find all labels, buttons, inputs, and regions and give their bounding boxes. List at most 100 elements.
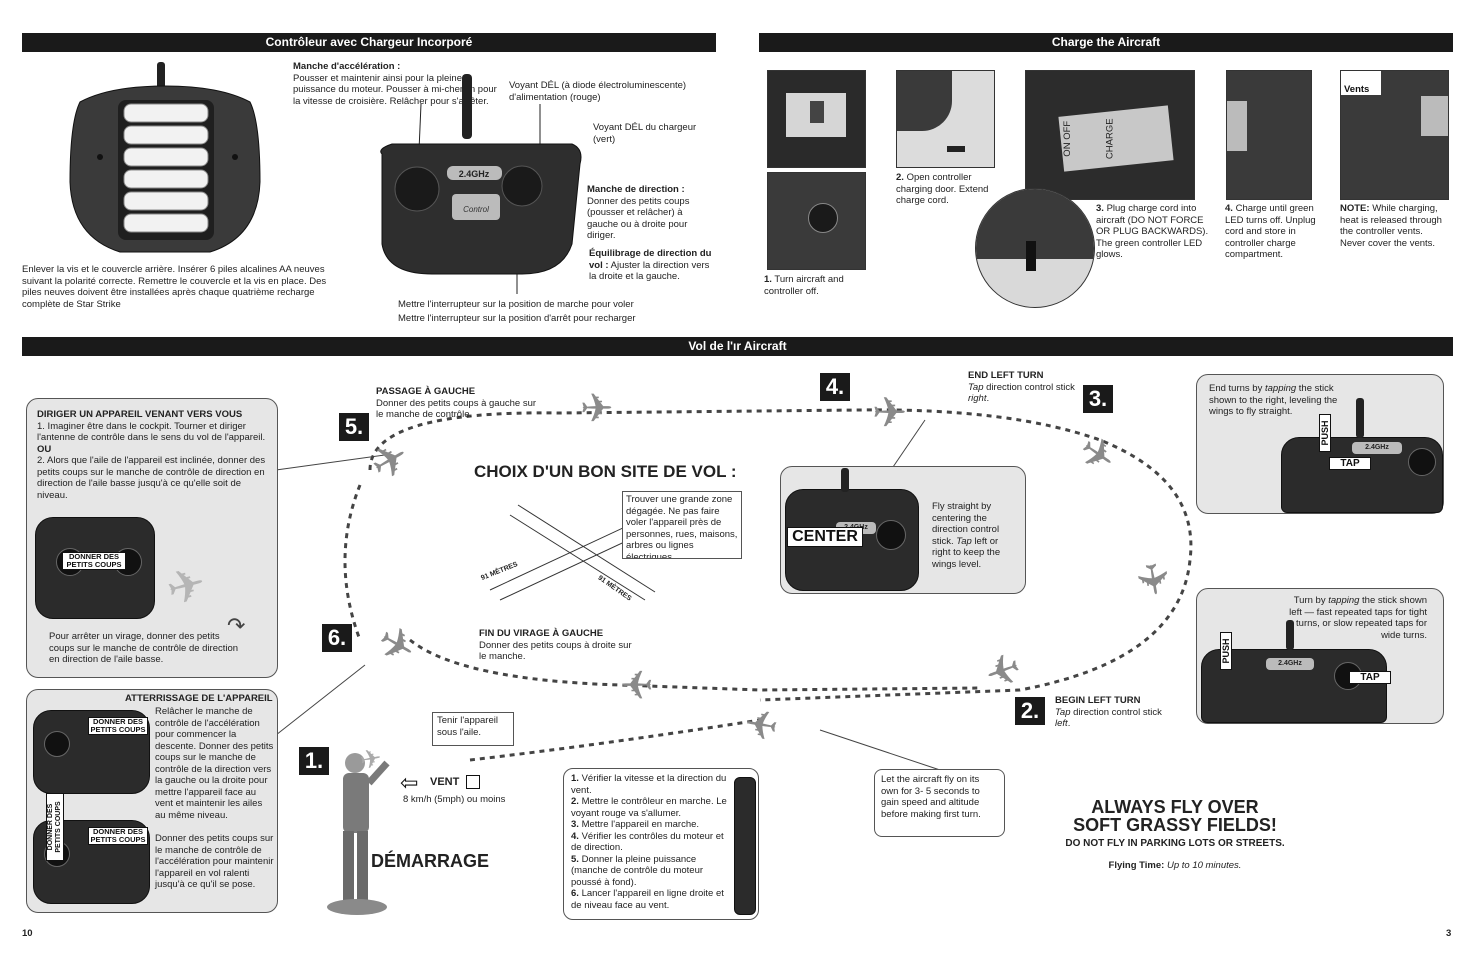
charge-step-1: 1. Turn aircraft and controller off. xyxy=(764,274,874,297)
charge-note-text: While charging, heat is released through… xyxy=(1340,203,1442,249)
step-badge-3: 3. xyxy=(1083,385,1113,413)
end-left-turn-mid: direction control stick xyxy=(983,381,1075,393)
charge-step-3: 3. Plug charge cord into aircraft (DO NO… xyxy=(1096,203,1210,261)
startup-step-6: 6. Lancer l'appareil en ligne droite et … xyxy=(571,888,733,911)
charge-step-4-text: Charge until green LED turns off. Unplug… xyxy=(1225,203,1316,260)
landing-controller-1: DONNER DES PETITS COUPS xyxy=(33,710,150,794)
oncoming-title: DIRIGER UN APPAREIL VENANT VERS VOUS xyxy=(37,409,243,420)
wind-arrow-icon: ⇦ xyxy=(400,770,419,795)
end-left-turn-tap: Tap xyxy=(968,381,984,393)
landing-tap-label-2: DONNER DES PETITS COUPS xyxy=(88,827,148,845)
turn-by-panel: Turn by tapping the stick shown left — f… xyxy=(1196,588,1444,724)
startup-step-5: 5. Donner la pleine puissance (manche de… xyxy=(571,854,733,889)
throttle-title: Manche d'accélération : xyxy=(293,61,401,72)
landing-p1: Relâcher le manche de contrôle de l'accé… xyxy=(155,706,274,821)
always-fly-line-2: SOFT GRASSY FIELDS! xyxy=(1073,815,1277,835)
startup-panel: 1. Vérifier la vitesse et la direction d… xyxy=(563,768,759,920)
throttle-text: Pousser et maintenir ainsi pour la plein… xyxy=(293,72,497,107)
fly-straight-text: Fly straight by centering the direction … xyxy=(932,501,1014,570)
step-badge-2: 2. xyxy=(1015,697,1045,725)
charge-note: NOTE: While charging, heat is released t… xyxy=(1340,203,1450,249)
oncoming-stop-text: Pour arrêter un virage, donner des petit… xyxy=(49,631,239,665)
begin-left-turn-dir: left xyxy=(1055,718,1068,729)
charge-step-4: 4. Charge until green LED turns off. Unp… xyxy=(1225,203,1329,261)
page-number-right: 3 xyxy=(1446,928,1452,939)
startup-step-3-text: Mettre l'appareil en marche. xyxy=(581,819,700,830)
flying-time-label: Flying Time: xyxy=(1108,860,1165,871)
oncoming-p1: 1. Imaginer être dans le cockpit. Tourne… xyxy=(37,420,266,444)
trim-title: Équilibrage de direction du vol : xyxy=(589,248,712,271)
fly-straight-tap: Tap xyxy=(956,535,972,547)
begin-left-turn-end: . xyxy=(1067,718,1071,729)
startup-step-1-text: Vérifier la vitesse et la direction du v… xyxy=(571,773,727,796)
startup-step-2-num: 2. xyxy=(571,796,579,807)
always-fly-title: ALWAYS FLY OVER SOFT GRASSY FIELDS! xyxy=(1060,798,1290,834)
landing-panel: ATTERRISSAGE DE L'APPAREIL DONNER DES PE… xyxy=(26,689,278,913)
switch-off-text: Mettre l'interrupteur sur la position d'… xyxy=(398,313,636,324)
pass-left-text: Donner des petits coups à gauche sur le … xyxy=(376,397,537,421)
let-fly-box: Let the aircraft fly on its own for 3- 5… xyxy=(874,769,1005,837)
aircraft-icon-bottom: ✈ xyxy=(620,661,654,705)
charge-step-1-text: Turn aircraft and controller off. xyxy=(764,274,844,297)
startup-step-6-text: Lancer l'appareil en ligne droite et de … xyxy=(571,888,724,911)
landing-tap-label-side: DONNER DES PETITS COUPS xyxy=(46,793,64,861)
photo-plug-aircraft: ON OFF CHARGE xyxy=(1025,70,1195,200)
steering-callout: Manche de direction : Donner des petits … xyxy=(587,184,715,242)
battery-instructions: Enlever la vis et le couvercle arrière. … xyxy=(22,264,327,310)
startup-steps: 1. Vérifier la vitesse et la direction d… xyxy=(571,773,733,911)
trim-callout: Équilibrage de direction du vol : Ajuste… xyxy=(589,248,717,283)
turn-by-tap: tapping xyxy=(1328,595,1360,606)
switch-on-text: Mettre l'interrupteur sur la position de… xyxy=(398,299,634,310)
aircraft-icon-top: ✈ xyxy=(580,387,614,431)
fly-straight-pre: Fly straight by centering the direction … xyxy=(932,501,1000,547)
end-turns-panel: End turns by tapping the stick shown to … xyxy=(1196,374,1444,514)
power-led-callout: Voyant DÉL (à diode électroluminescente)… xyxy=(509,80,687,103)
startup-step-2: 2. Mettre le contrôleur en marche. Le vo… xyxy=(571,796,733,819)
steering-text: Donner des petits coups (pousser et relâ… xyxy=(587,195,690,242)
end-turns-tap-label: TAP xyxy=(1329,457,1371,470)
throttle-callout: Manche d'accélération : Pousser et maint… xyxy=(293,61,503,107)
end-left-turn-callout: END LEFT TURN Tap direction control stic… xyxy=(968,370,1078,405)
photo-led-off xyxy=(1226,70,1312,200)
end-turns-text: End turns by tapping the stick shown to … xyxy=(1209,383,1349,418)
photo-charge-cord xyxy=(896,70,995,168)
turn-by-tap-label: TAP xyxy=(1349,671,1391,684)
no-fly-warning: DO NOT FLY IN PARKING LOTS OR STREETS. xyxy=(1065,838,1285,849)
controller-illustration: 2.4GHz Control xyxy=(380,74,582,294)
startup-step-3: 3. Mettre l'appareil en marche. xyxy=(571,819,733,831)
end-turns-tap: tapping xyxy=(1264,383,1297,394)
wind-label: VENT xyxy=(430,776,460,788)
controller-header: Contrôleur avec Chargeur Incorporé xyxy=(22,33,716,52)
center-label: CENTER xyxy=(787,527,863,547)
steering-title: Manche de direction : xyxy=(587,184,685,195)
always-fly-line-1: ALWAYS FLY OVER xyxy=(1091,797,1259,817)
turn-by-text: Turn by tapping the stick shown left — f… xyxy=(1289,595,1427,641)
badge-text-top: 2.4GHz xyxy=(459,169,490,179)
oncoming-or: OU xyxy=(37,443,52,455)
step-badge-1: 1. xyxy=(299,747,329,775)
wind-flag-icon xyxy=(466,775,480,789)
end-left-turn-dir: right xyxy=(968,393,987,404)
vents-label: Vents xyxy=(1344,84,1370,95)
charge-step-2-text: Open controller charging door. Extend ch… xyxy=(896,172,989,206)
turn-by-pre: Turn by xyxy=(1293,595,1329,606)
pass-left-callout: PASSAGE À GAUCHE Donner des petits coups… xyxy=(376,386,536,421)
startup-step-6-num: 6. xyxy=(571,888,579,899)
end-turns-controller: 2.4GHz xyxy=(1281,398,1443,513)
begin-left-turn-callout: BEGIN LEFT TURN Tap direction control st… xyxy=(1055,695,1165,730)
pilot-illustration xyxy=(327,753,390,915)
charge-step-4-num: 4. xyxy=(1225,203,1233,214)
photo-switch-closeup xyxy=(767,70,866,168)
flying-time-value: Up to 10 minutes. xyxy=(1166,860,1242,871)
oncoming-controller: DONNER DES PETITS COUPS xyxy=(35,517,155,619)
oncoming-panel: DIRIGER UN APPAREIL VENANT VERS VOUS 1. … xyxy=(26,398,278,678)
startup-step-3-num: 3. xyxy=(571,819,579,830)
photo-plug-closeup xyxy=(975,188,1095,308)
startup-step-1-num: 1. xyxy=(571,773,579,784)
end-turns-pre: End turns by xyxy=(1209,383,1265,394)
oncoming-tap-label: DONNER DES PETITS COUPS xyxy=(62,552,126,570)
landing-p2: Donner des petits coups sur le manche de… xyxy=(155,833,274,890)
end-turns-post: the stick shown to the right, leveling t… xyxy=(1209,383,1338,417)
startup-controller-side xyxy=(734,777,756,915)
